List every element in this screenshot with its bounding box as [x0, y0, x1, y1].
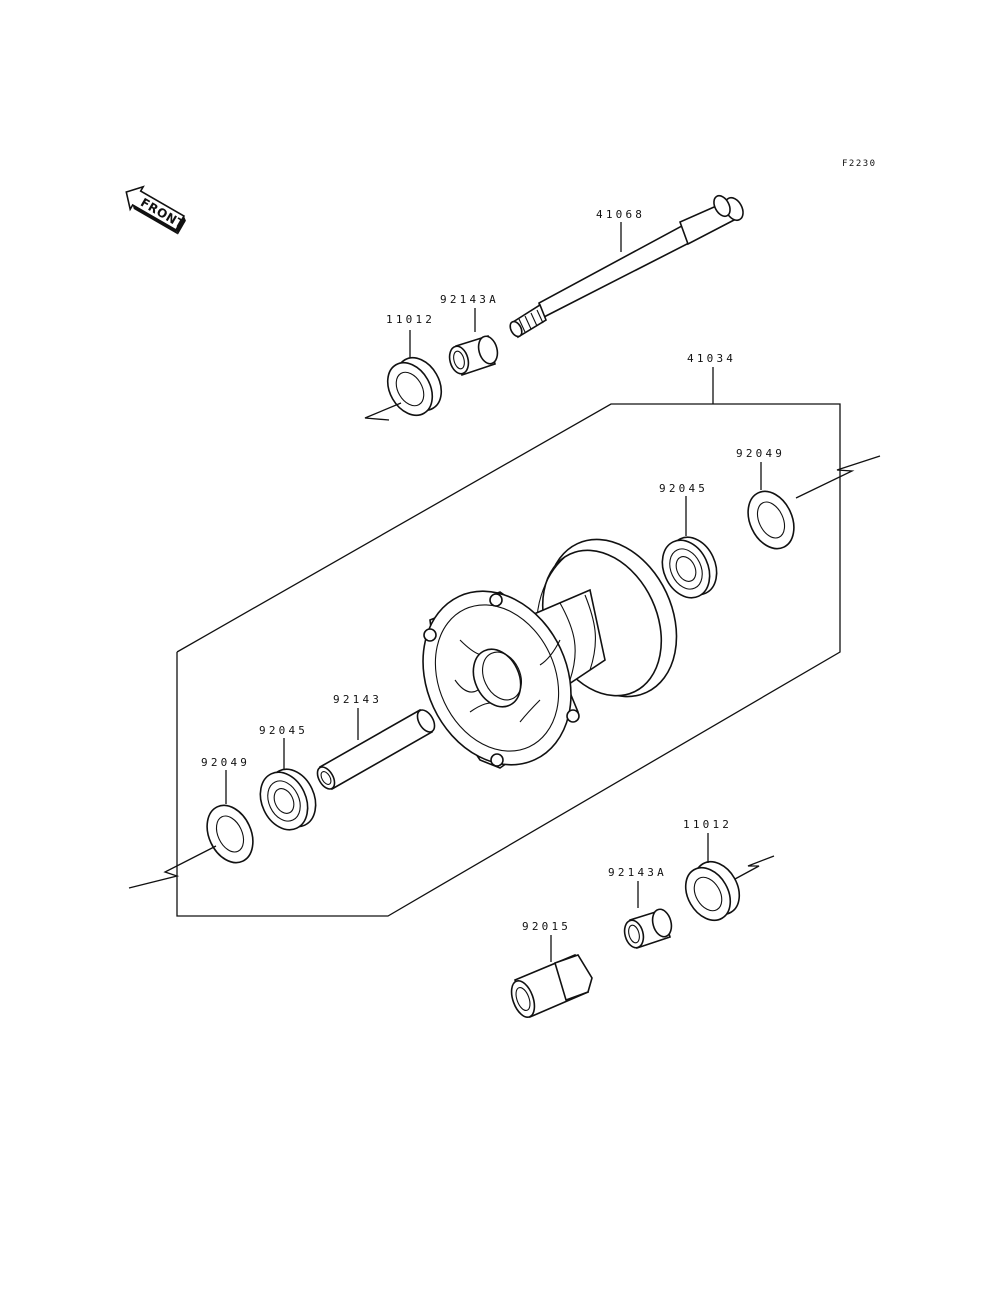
distance-collar [316, 708, 436, 791]
axle-shaft [509, 194, 744, 339]
label-seal-lower: 11012 [683, 818, 732, 831]
label-distance-collar: 92143 [333, 693, 382, 706]
figure-code: F2230 [842, 159, 877, 169]
bearing-left [259, 738, 317, 831]
label-collar-upper: 92143A [440, 293, 499, 306]
wheel-hub-body [422, 538, 678, 769]
label-bearing-left: 92045 [259, 724, 308, 737]
label-spacer-left: 92049 [201, 756, 250, 769]
oil-seal-lower [684, 833, 775, 922]
spacer-right [747, 455, 881, 550]
label-seal-upper: 11012 [386, 313, 435, 326]
label-bearing-right: 92045 [659, 482, 708, 495]
label-axle-nut: 92015 [522, 920, 571, 933]
front-direction-icon: FRONT [125, 185, 187, 235]
spacer-left [128, 770, 254, 889]
label-spacer-right: 92049 [736, 447, 785, 460]
bearing-right [661, 496, 718, 599]
collar-lower [623, 881, 673, 950]
axle-nut [510, 935, 593, 1019]
label-hub-assembly: 41034 [687, 352, 736, 365]
label-axle: 41068 [596, 208, 645, 221]
hub-assembly-bracket [176, 367, 841, 917]
label-collar-lower: 92143A [608, 866, 667, 879]
collar-upper [448, 308, 499, 377]
oil-seal-upper [364, 330, 443, 421]
